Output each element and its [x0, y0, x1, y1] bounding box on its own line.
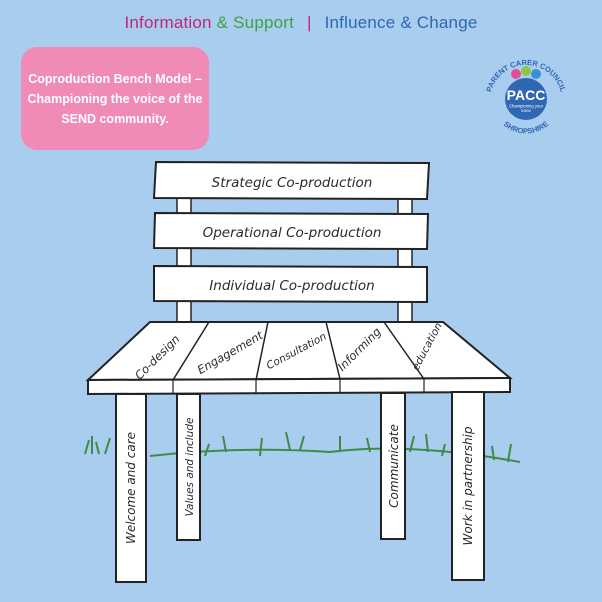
leg-label-partnership: Work in partnership: [461, 426, 475, 545]
back-plank: Strategic Co-production: [152, 160, 431, 201]
back-plank: Individual Co-production: [153, 264, 428, 304]
callout-box: Coproduction Bench Model – Championing t…: [21, 47, 209, 150]
header-information: Information: [124, 13, 212, 32]
seat-slat-dividers: [172, 321, 425, 381]
logo-tagline-1: Championing your: [509, 104, 544, 109]
header-support: Support: [233, 13, 295, 32]
bench-leg: Welcome and care: [115, 393, 147, 583]
grass-tufts: [84, 431, 512, 463]
leg-label-values: Values and include: [184, 418, 196, 517]
seat-edge-dividers: [172, 379, 425, 394]
leg-label-welcome: Welcome and care: [124, 432, 138, 544]
pacc-logo: PARENT CARER COUNCIL PACC Championing yo…: [484, 58, 568, 136]
header-separator: |: [307, 13, 312, 32]
logo-badge: [505, 78, 547, 120]
face-icon: [511, 69, 521, 79]
plank-label-operational: Operational Co-production: [203, 225, 382, 241]
face-icon: [531, 69, 541, 79]
header-influence-change: Influence & Change: [324, 13, 478, 32]
bench-leg: Work in partnership: [451, 391, 485, 581]
plank-label-individual: Individual Co-production: [209, 278, 374, 294]
leg-label-communicate: Communicate: [387, 424, 401, 508]
bench-leg: Communicate: [380, 392, 406, 540]
plank-label-strategic: Strategic Co-production: [212, 175, 373, 191]
seat-front-edge: [87, 376, 511, 396]
header-ampersand: &: [216, 13, 229, 32]
back-plank: Operational Co-production: [152, 211, 430, 251]
logo-tagline-2: voice: [521, 108, 531, 113]
header-tagline: Information & Support | Influence & Chan…: [0, 13, 602, 33]
callout-text: Coproduction Bench Model – Championing t…: [27, 71, 203, 126]
logo-acronym: PACC: [507, 87, 546, 103]
bench-leg: Values and include: [176, 393, 201, 541]
face-icon: [521, 66, 531, 76]
